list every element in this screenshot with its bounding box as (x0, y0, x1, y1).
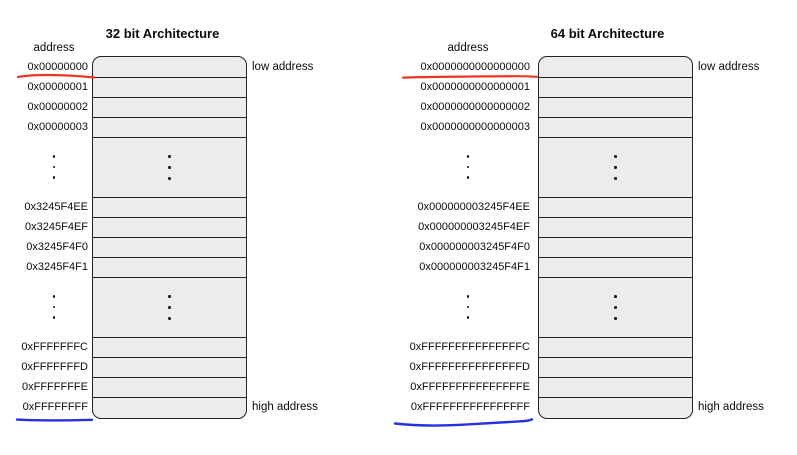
memory-cell-ellipsis (539, 137, 692, 197)
memory-box-32bit (92, 56, 247, 419)
memory-cell (539, 197, 692, 217)
low-address-label: low address (698, 61, 760, 73)
address-label: 0x3245F4F1 (26, 261, 88, 273)
address-label: 0x3245F4F0 (26, 241, 88, 253)
memory-cell (93, 237, 246, 257)
address-label: 0xFFFFFFFFFFFFFFFF (410, 401, 530, 413)
memory-cell (539, 357, 692, 377)
memory-cell (93, 57, 246, 77)
vertical-ellipsis-icon (168, 155, 171, 180)
vertical-ellipsis-icon (614, 295, 617, 320)
address-label: 0x00000000 (27, 61, 88, 73)
memory-cell (93, 337, 246, 357)
address-label: 0x0000000000000002 (420, 101, 530, 113)
architecture-64bit-diagram: 64 bit Architecture address 0x0000000000… (390, 0, 797, 455)
memory-cell-ellipsis (93, 137, 246, 197)
address-label: 0x000000003245F4EE (417, 201, 530, 213)
address-label: 0x000000003245F4EF (418, 221, 530, 233)
diagram-title: 64 bit Architecture (550, 26, 665, 41)
address-label: 0x3245F4EE (24, 201, 88, 213)
memory-cell (93, 377, 246, 397)
memory-cell (539, 257, 692, 277)
blue-underline (15, 418, 94, 422)
low-address-label: low address (252, 61, 314, 73)
vertical-ellipsis-icon (18, 277, 90, 337)
address-label: 0xFFFFFFFFFFFFFFFD (409, 361, 530, 373)
high-address-label: high address (252, 401, 318, 413)
memory-cell (93, 77, 246, 97)
memory-cell (93, 97, 246, 117)
address-label: 0x0000000000000003 (420, 121, 530, 133)
address-column-header: address (447, 42, 489, 54)
memory-cell (539, 57, 692, 77)
memory-cell (93, 257, 246, 277)
address-label: 0x3245F4EF (25, 221, 88, 233)
vertical-ellipsis-icon (404, 277, 532, 337)
memory-box-64bit (538, 56, 693, 419)
address-label: 0x00000001 (27, 81, 88, 93)
vertical-ellipsis-icon (614, 155, 617, 180)
memory-cell-ellipsis (539, 277, 692, 337)
vertical-ellipsis-icon (18, 137, 90, 197)
memory-cell (539, 97, 692, 117)
memory-cell (539, 117, 692, 137)
address-label: 0xFFFFFFFFFFFFFFFE (410, 381, 530, 393)
memory-cell-ellipsis (93, 277, 246, 337)
blue-underline (393, 418, 534, 427)
red-underline (401, 75, 539, 79)
red-underline (16, 73, 96, 79)
vertical-ellipsis-icon (168, 295, 171, 320)
diagram-title: 32 bit Architecture (105, 26, 220, 41)
memory-cell (539, 217, 692, 237)
memory-cell (539, 237, 692, 257)
address-label: 0x0000000000000001 (420, 81, 530, 93)
vertical-ellipsis-icon (404, 137, 532, 197)
memory-cell (539, 77, 692, 97)
memory-cell (93, 197, 246, 217)
high-address-label: high address (698, 401, 764, 413)
address-label: 0xFFFFFFFFFFFFFFFC (409, 341, 530, 353)
memory-cell (93, 357, 246, 377)
address-label: 0x00000003 (27, 121, 88, 133)
memory-cell (93, 397, 246, 417)
address-label: 0x00000002 (27, 101, 88, 113)
address-label: 0x000000003245F4F0 (419, 241, 530, 253)
memory-cell (539, 397, 692, 417)
address-label: 0xFFFFFFFE (22, 381, 88, 393)
address-label: 0x0000000000000000 (420, 61, 530, 73)
memory-cell (93, 217, 246, 237)
address-label: 0x000000003245F4F1 (419, 261, 530, 273)
address-column-header: address (33, 42, 75, 54)
memory-cell (539, 377, 692, 397)
memory-cell (539, 337, 692, 357)
address-label: 0xFFFFFFFC (21, 341, 88, 353)
address-label: 0xFFFFFFFF (22, 401, 88, 413)
memory-cell (93, 117, 246, 137)
architecture-32bit-diagram: 32 bit Architecture address 0x00000000 0… (0, 0, 380, 455)
address-label: 0xFFFFFFFD (21, 361, 88, 373)
